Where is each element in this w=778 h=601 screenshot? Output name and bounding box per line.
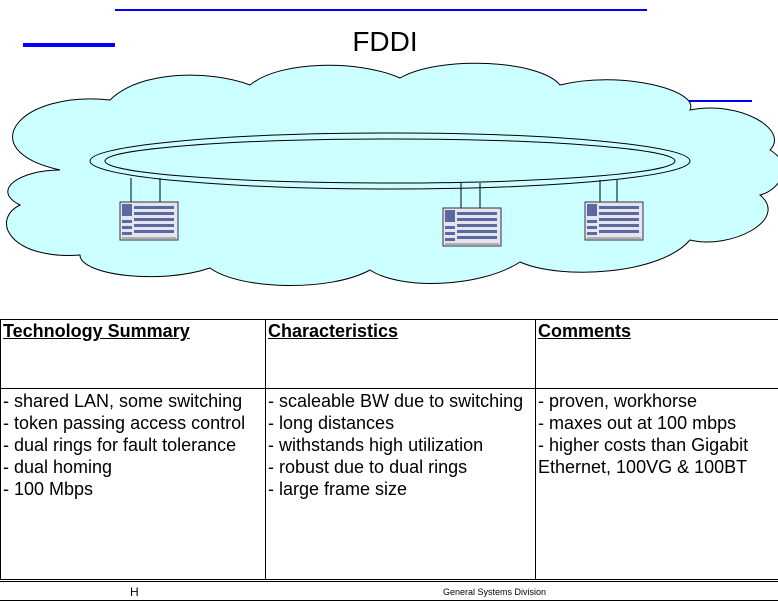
cloud-shape: [7, 63, 778, 285]
list-item: - robust due to dual rings: [268, 456, 533, 478]
list-item: - maxes out at 100 mbps: [538, 412, 776, 434]
list-item: - higher costs than Gigabit Ethernet, 10…: [538, 434, 776, 478]
fddi-network-diagram: [0, 60, 778, 290]
list-item: - large frame size: [268, 478, 533, 500]
technology-summary-cell: - shared LAN, some switching - token pas…: [1, 389, 266, 580]
station-icon: [443, 208, 501, 246]
list-item: - long distances: [268, 412, 533, 434]
footer-bar: [0, 581, 778, 601]
station-icon: [120, 202, 178, 240]
list-item: - shared LAN, some switching: [3, 390, 263, 412]
list-item: - dual homing: [3, 456, 263, 478]
table-row: - shared LAN, some switching - token pas…: [1, 389, 778, 580]
list-item: - 100 Mbps: [3, 478, 263, 500]
summary-table: Technology Summary Characteristics Comme…: [0, 319, 778, 580]
header-characteristics: Characteristics: [266, 320, 536, 389]
slide-title: FDDI: [0, 26, 770, 58]
top-blue-line: [115, 9, 647, 11]
footer-logo-mark: H: [130, 585, 139, 599]
header-technology-summary: Technology Summary: [1, 320, 266, 389]
list-item: - dual rings for fault tolerance: [3, 434, 263, 456]
list-item: - proven, workhorse: [538, 390, 776, 412]
list-item: - token passing access control: [3, 412, 263, 434]
table-header-row: Technology Summary Characteristics Comme…: [1, 320, 778, 389]
station-icon: [585, 202, 643, 240]
comments-cell: - proven, workhorse - maxes out at 100 m…: [536, 389, 778, 580]
footer-division-text: General Systems Division: [443, 587, 546, 597]
list-item: - scaleable BW due to switching: [268, 390, 533, 412]
header-comments: Comments: [536, 320, 778, 389]
characteristics-cell: - scaleable BW due to switching - long d…: [266, 389, 536, 580]
list-item: - withstands high utilization: [268, 434, 533, 456]
